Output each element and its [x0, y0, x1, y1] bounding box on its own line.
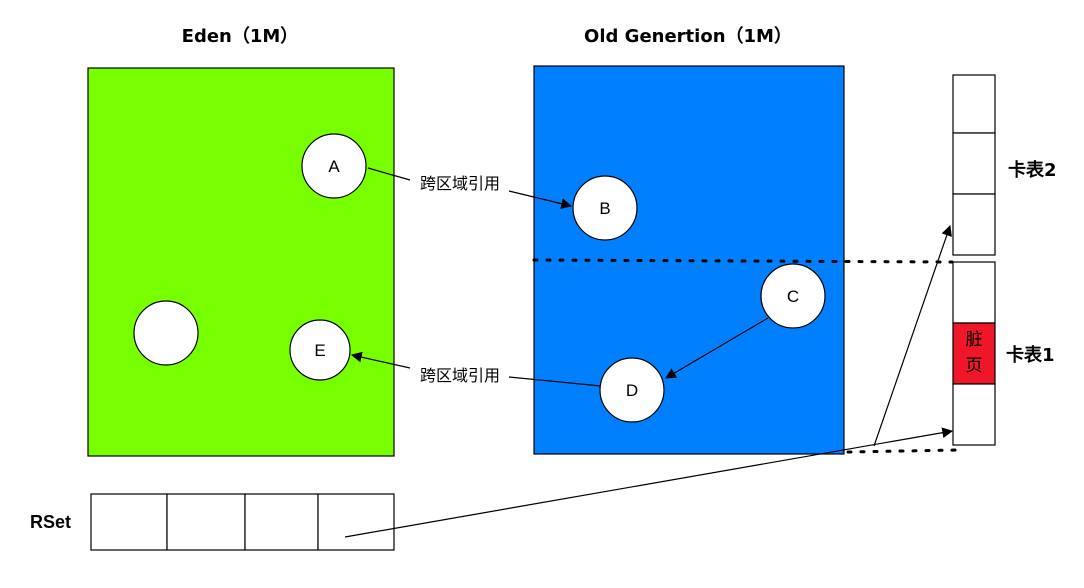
node-a-circle [301, 133, 367, 199]
edge-d-to-e-arrow [350, 351, 411, 369]
edge-label-d-e: 跨区域引用 [420, 366, 500, 385]
eden-title: Eden（1M） [182, 26, 299, 47]
card-table-1-cell [952, 261, 996, 324]
edge-d-e-segment [508, 376, 602, 387]
rset-to-card-table-1-arrow [344, 427, 954, 538]
node-e-circle [289, 319, 351, 381]
card-table-1-label: 卡表1 [1006, 344, 1055, 366]
dirty-page-label-2: 页 [966, 356, 983, 376]
dirty-card-cell [952, 322, 996, 385]
card-table-2-cell [952, 132, 996, 195]
card-table-2-cell [952, 193, 996, 256]
node-c-label: C [787, 287, 799, 306]
old-generation-title: Old Genertion（1M） [584, 26, 792, 47]
node-a-label: A [328, 157, 340, 176]
rset-label: RSet [30, 512, 71, 532]
edge-c-to-d-arrow [665, 317, 769, 379]
card-table-2-label: 卡表2 [1008, 159, 1057, 181]
edge-a-to-b-arrow [508, 190, 573, 209]
node-c-circle [760, 263, 826, 329]
node-c: C [760, 263, 826, 329]
node-b-label: B [599, 199, 610, 218]
card-boundary-dotted-line-bottom [846, 448, 960, 454]
node-d: D [599, 357, 665, 423]
node-b-circle [572, 175, 638, 241]
card-table-1 [952, 261, 996, 446]
node-b: B [572, 175, 638, 241]
dirty-page-label-1: 脏 [966, 330, 983, 350]
node-e-label: E [314, 341, 325, 360]
card-table-1-cell [952, 383, 996, 446]
node-d-circle [599, 357, 665, 423]
node-blank [133, 300, 199, 366]
node-d-label: D [626, 381, 638, 400]
node-unlabeled-circle [133, 300, 199, 366]
rset-cell [317, 493, 395, 551]
rset-cell [244, 493, 319, 551]
node-e: E [289, 319, 351, 381]
node-a: A [301, 133, 367, 199]
rset [90, 493, 395, 551]
eden-region [87, 67, 395, 457]
card-table-2 [952, 74, 996, 256]
rset-cell [166, 493, 246, 551]
rset-to-card-table-2-arrow [873, 224, 952, 447]
card-table-2-cell [952, 74, 996, 134]
edge-label-a-b: 跨区域引用 [420, 174, 500, 193]
card-boundary-dotted-line [532, 258, 954, 264]
edge-a-b-segment [367, 167, 411, 181]
rset-cell [90, 493, 168, 551]
